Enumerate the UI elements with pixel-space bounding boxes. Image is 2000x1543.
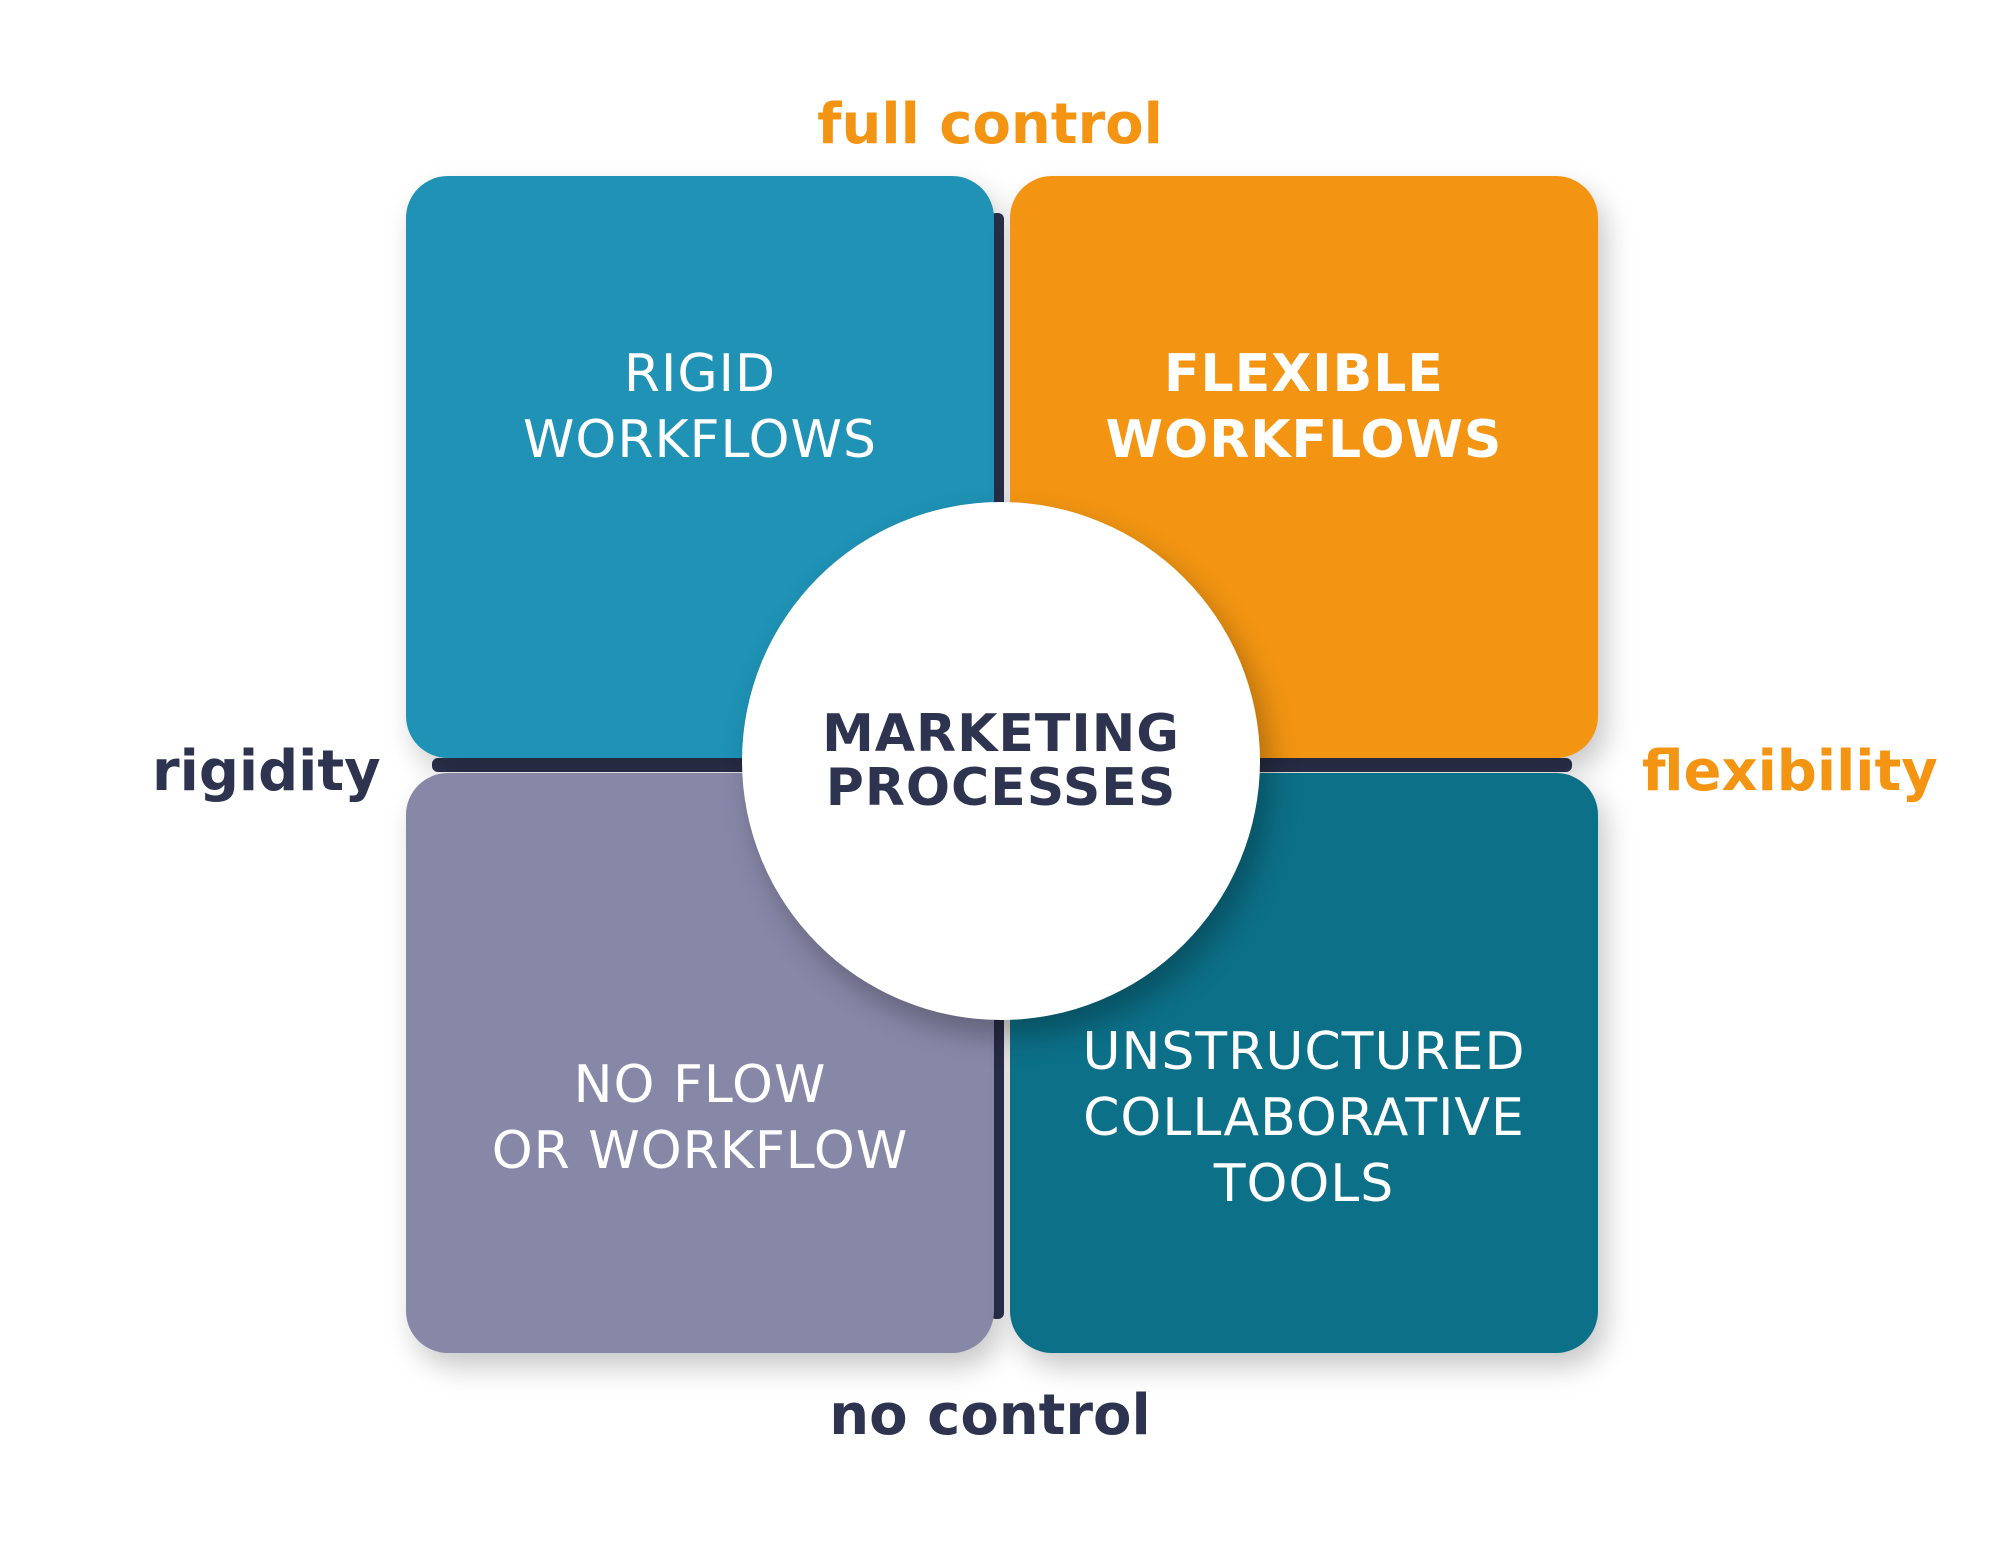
axis-label-bottom: no control <box>829 1383 1151 1448</box>
quadrant-label: RIGID WORKFLOWS <box>523 341 877 473</box>
quadrant-label-line: WORKFLOWS <box>1105 410 1503 470</box>
quadrant-label-line: NO FLOW <box>573 1055 827 1115</box>
quadrant-label-line: UNSTRUCTURED <box>1082 1022 1526 1082</box>
axis-label-top: full control <box>817 92 1163 157</box>
quadrant-label-line: FLEXIBLE <box>1164 344 1444 404</box>
axis-label-left: rigidity <box>152 739 381 804</box>
quadrant-label: FLEXIBLE WORKFLOWS <box>1106 341 1503 473</box>
center-label-line: PROCESSES <box>825 758 1177 818</box>
quadrant-label-line: WORKFLOWS <box>523 410 877 470</box>
quadrant-label-line: COLLABORATIVE <box>1083 1088 1525 1148</box>
center-circle: MARKETING PROCESSES <box>742 502 1260 1020</box>
quadrant-label-line: TOOLS <box>1213 1154 1395 1214</box>
quadrant-label-line: RIGID <box>623 344 777 404</box>
center-label-line: MARKETING <box>822 704 1180 764</box>
quadrant-label: NO FLOW OR WORKFLOW <box>492 1052 909 1184</box>
center-label: MARKETING PROCESSES <box>822 707 1180 815</box>
quadrant-label: UNSTRUCTURED COLLABORATIVE TOOLS <box>1082 1019 1525 1217</box>
quadrant-label-line: OR WORKFLOW <box>491 1121 909 1181</box>
axis-label-right: flexibility <box>1642 739 1938 804</box>
